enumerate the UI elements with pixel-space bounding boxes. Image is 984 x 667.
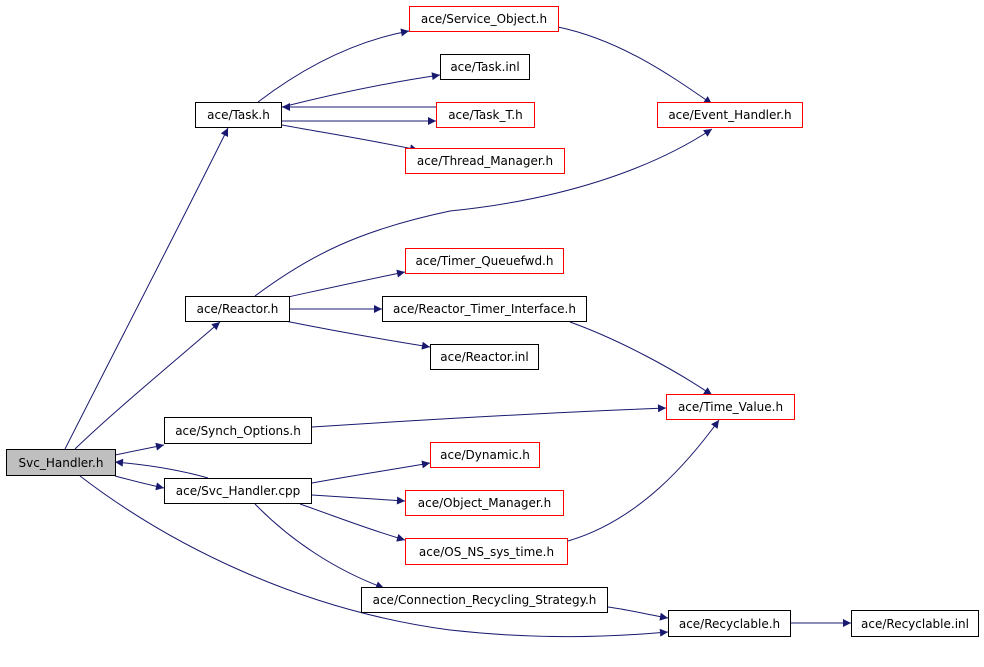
edge-reactor-to-event-handler bbox=[254, 128, 713, 297]
node-svc-handler-h[interactable]: Svc_Handler.h bbox=[6, 449, 116, 476]
edge-connection-recycling-to-recyclable bbox=[607, 606, 669, 621]
edge-reactor-to-timer-queuefwd bbox=[287, 269, 406, 298]
edge-svc-handler-to-svc-handler-cpp bbox=[114, 475, 165, 491]
node-recyclable-inl[interactable]: ace/Recyclable.inl bbox=[851, 610, 979, 637]
node-dynamic-h[interactable]: ace/Dynamic.h bbox=[430, 442, 540, 468]
node-timer-queuefwd-h[interactable]: ace/Timer_Queuefwd.h bbox=[405, 248, 564, 274]
edge-task-to-thread-manager bbox=[281, 124, 419, 153]
node-recyclable-h[interactable]: ace/Recyclable.h bbox=[668, 610, 791, 637]
node-object-manager-h[interactable]: ace/Object_Manager.h bbox=[405, 490, 564, 516]
node-connection-recycling-strategy-h[interactable]: ace/Connection_Recycling_Strategy.h bbox=[361, 587, 608, 613]
edge-reactor-timer-interface-to-time-value bbox=[569, 321, 713, 396]
node-thread-manager-h[interactable]: ace/Thread_Manager.h bbox=[405, 148, 565, 174]
node-event-handler-h[interactable]: ace/Event_Handler.h bbox=[657, 102, 803, 128]
edge-svc-handler-to-synch-options bbox=[114, 442, 165, 456]
edge-svc-handler-cpp-to-os-ns-sys-time bbox=[299, 503, 406, 542]
node-time-value-h[interactable]: ace/Time_Value.h bbox=[666, 394, 795, 420]
edge-svc-handler-to-reactor bbox=[74, 321, 221, 450]
node-reactor-h[interactable]: ace/Reactor.h bbox=[185, 296, 290, 322]
node-task-h[interactable]: ace/Task.h bbox=[195, 102, 282, 128]
edge-os-ns-sys-time-to-time-value bbox=[567, 419, 720, 542]
edge-svc-handler-cpp-to-dynamic bbox=[311, 460, 431, 484]
node-task-inl[interactable]: ace/Task.inl bbox=[440, 54, 530, 80]
edge-svc-handler-cpp-to-object-manager bbox=[311, 494, 406, 505]
node-task-t-h[interactable]: ace/Task_T.h bbox=[436, 102, 535, 128]
node-reactor-inl[interactable]: ace/Reactor.inl bbox=[430, 344, 539, 370]
node-os-ns-sys-time-h[interactable]: ace/OS_NS_sys_time.h bbox=[405, 538, 568, 565]
node-reactor-timer-interface-h[interactable]: ace/Reactor_Timer_Interface.h bbox=[382, 296, 587, 322]
edge-task-to-service-object bbox=[257, 28, 410, 103]
edge-reactor-to-reactor-inl bbox=[284, 320, 431, 350]
node-service-object-h[interactable]: ace/Service_Object.h bbox=[409, 6, 559, 32]
edge-synch-options-to-time-value bbox=[311, 404, 667, 428]
node-synch-options-h[interactable]: ace/Synch_Options.h bbox=[164, 417, 312, 444]
edge-service-object-to-event-handler bbox=[557, 26, 713, 105]
edge-svc-handler-cpp-to-connection-recycling bbox=[254, 503, 385, 589]
edge-task-to-task-inl bbox=[281, 72, 441, 108]
node-svc-handler-cpp[interactable]: ace/Svc_Handler.cpp bbox=[164, 478, 312, 504]
edge-svc-handler-to-task bbox=[64, 127, 229, 450]
edge-svc-handler-cpp-to-svc-handler bbox=[114, 458, 209, 479]
edge-svc-handler-to-recyclable bbox=[79, 475, 669, 638]
